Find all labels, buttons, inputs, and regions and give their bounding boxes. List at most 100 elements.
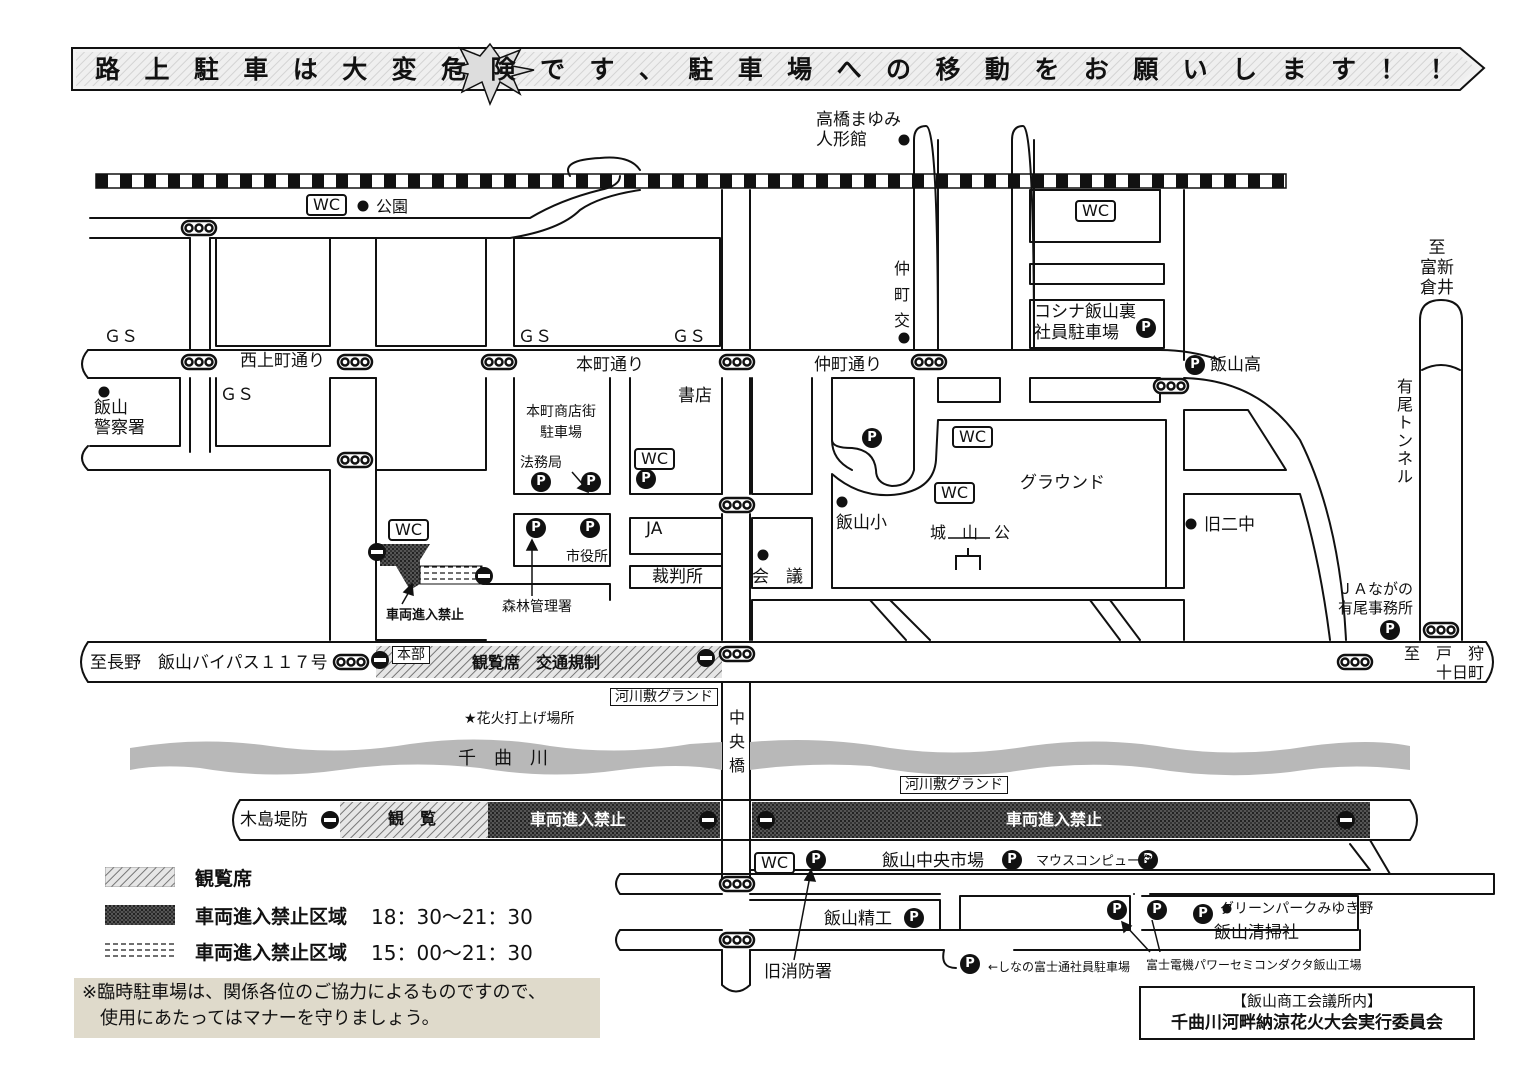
label-iiyama-high: 飯山高 [1210,355,1261,375]
parking-icon: P [1136,318,1156,338]
signal-icon [336,451,374,469]
location-dots [98,134,1197,561]
wc-sign: WC [952,426,993,448]
banner-char: 車 [737,55,763,84]
banner-char: を [1034,55,1060,84]
spectator-area-bypass [376,646,722,678]
banner-char: の [886,55,912,84]
parking-icon: P [531,472,551,492]
note-line: 使用にあたってはマナーを守りましょう。 [82,1008,440,1029]
banner-char: ！ [1429,55,1455,84]
label-kyu-nichu: 旧二中 [1204,515,1255,535]
no-entry-zone-west [488,802,720,838]
banner-char: 路 [95,55,121,84]
signal-icon [480,353,518,371]
no-entry-icon [475,567,493,585]
parking-icon: P [526,518,546,538]
label-hanabi: ★花火打上げ場所 [464,711,575,727]
banner-char: は [292,55,318,84]
parking-icon: P [960,954,980,974]
legend-spectator: 観覧席 [105,864,252,890]
legend-time: 15：00〜21：30 [371,940,533,965]
banner-char: 駐 [193,55,219,84]
label-nakamachi-koban: 仲町交 [893,259,910,330]
dot-icon [898,134,910,146]
parking-icon: P [1002,850,1022,870]
label-gs: ＧＳ [220,385,254,405]
label-kasenjiki: 河川敷グランド [610,688,718,706]
label-takahashi-doll: 高橋まゆみ 人形館 [816,110,901,150]
banner-char: 危 [441,55,467,84]
street-honmachi: 本町通り [576,355,644,375]
label-kanran: 観 覧 [388,809,437,828]
banner-char: 上 [144,55,170,84]
label-ja: JA [646,519,663,539]
traffic-signals [180,219,1460,949]
banner-char: 変 [391,55,417,84]
label-no-entry-mid: 車両進入禁止 [530,810,627,829]
banner-char: 願 [1133,55,1159,84]
legend-dash-swatch [105,941,175,961]
dot-icon [757,549,769,561]
legend-hatch-swatch [105,867,175,887]
banner-char: 車 [243,55,269,84]
label-kaigi: 会 議 [752,567,803,587]
label-kanranseki-kisei: 観覧席 交通規制 [472,653,601,672]
banner-char: へ [836,55,862,84]
label-shinrin: 森林管理署 [502,599,572,615]
no-entry-zone-top [380,544,430,590]
label-no-entry-mid: 車両進入禁止 [1006,810,1103,829]
legend-label: 車両進入禁止区域 [195,941,348,964]
no-entry-icon [1337,811,1355,829]
wc-sign: WC [934,482,975,504]
legend-dense-swatch [105,905,175,925]
no-entry-icon [371,651,389,669]
street-nishikamimachi: 西上町通り [240,351,325,371]
burst-icon [445,42,535,106]
label-police: 飯山 警察署 [94,398,145,438]
dot-icon [98,386,110,398]
dot-icon [1222,904,1232,914]
label-chuo-ichiba: 飯山中央市場 [882,851,984,871]
no-entry-icon [699,811,717,829]
castle-park-icon [955,548,981,570]
label-honbu: 本部 [392,646,430,664]
no-entry-icon [368,543,386,561]
label-to-tomikura: 至 富新 倉井 [1420,238,1454,298]
parking-icon: P [1185,355,1205,375]
signal-icon [332,653,370,671]
parking-icon: P [1147,900,1167,920]
banner-char: す [589,55,615,84]
banner-char: 場 [787,55,813,84]
label-greenpark: グリーンパークみゆき野 [1220,901,1374,917]
dot-icon [1185,518,1197,530]
label-chikuma: 千 曲 川 [458,748,548,769]
signal-icon [336,353,374,371]
signal-icon [1152,377,1190,395]
label-homukyoku: 法務局 [520,455,562,471]
parking-icon: P [1107,900,1127,920]
parking-icon: P [862,428,882,448]
banner-char: 険 [490,55,516,84]
parking-icon: P [636,469,656,489]
wc-sign: WC [388,519,429,541]
label-to-togari: 至 戸 狩 十日町 [1404,644,1485,682]
banner-char: 大 [342,55,368,84]
label-fujitsu: ←しなの富士通社員駐車場 [988,960,1131,974]
label-seisosha: 飯山清掃社 [1214,923,1299,943]
label-honmachi-parking: 本町商店街 駐車場 [526,404,596,441]
label-park: 公園 [376,197,409,216]
organizer-box: 【飯山商工会議所内】 千曲川河畔納涼花火大会実行委員会 [1139,986,1475,1040]
label-kasenjiki: 河川敷グランド [900,776,1008,794]
wc-sign: WC [634,448,675,470]
banner-char: ！ [1380,55,1406,84]
label-kijima: 木島堤防 [240,810,308,830]
railway [95,173,1287,189]
banner-char: お [1083,55,1109,84]
roads [80,125,1495,993]
parking-icon: P [1380,620,1400,640]
chikuma-river-east [750,740,1410,776]
organizer-name: 千曲川河畔納涼花火大会実行委員会 [1171,1013,1443,1033]
label-iiyama-seiko: 飯山精工 [824,909,892,929]
